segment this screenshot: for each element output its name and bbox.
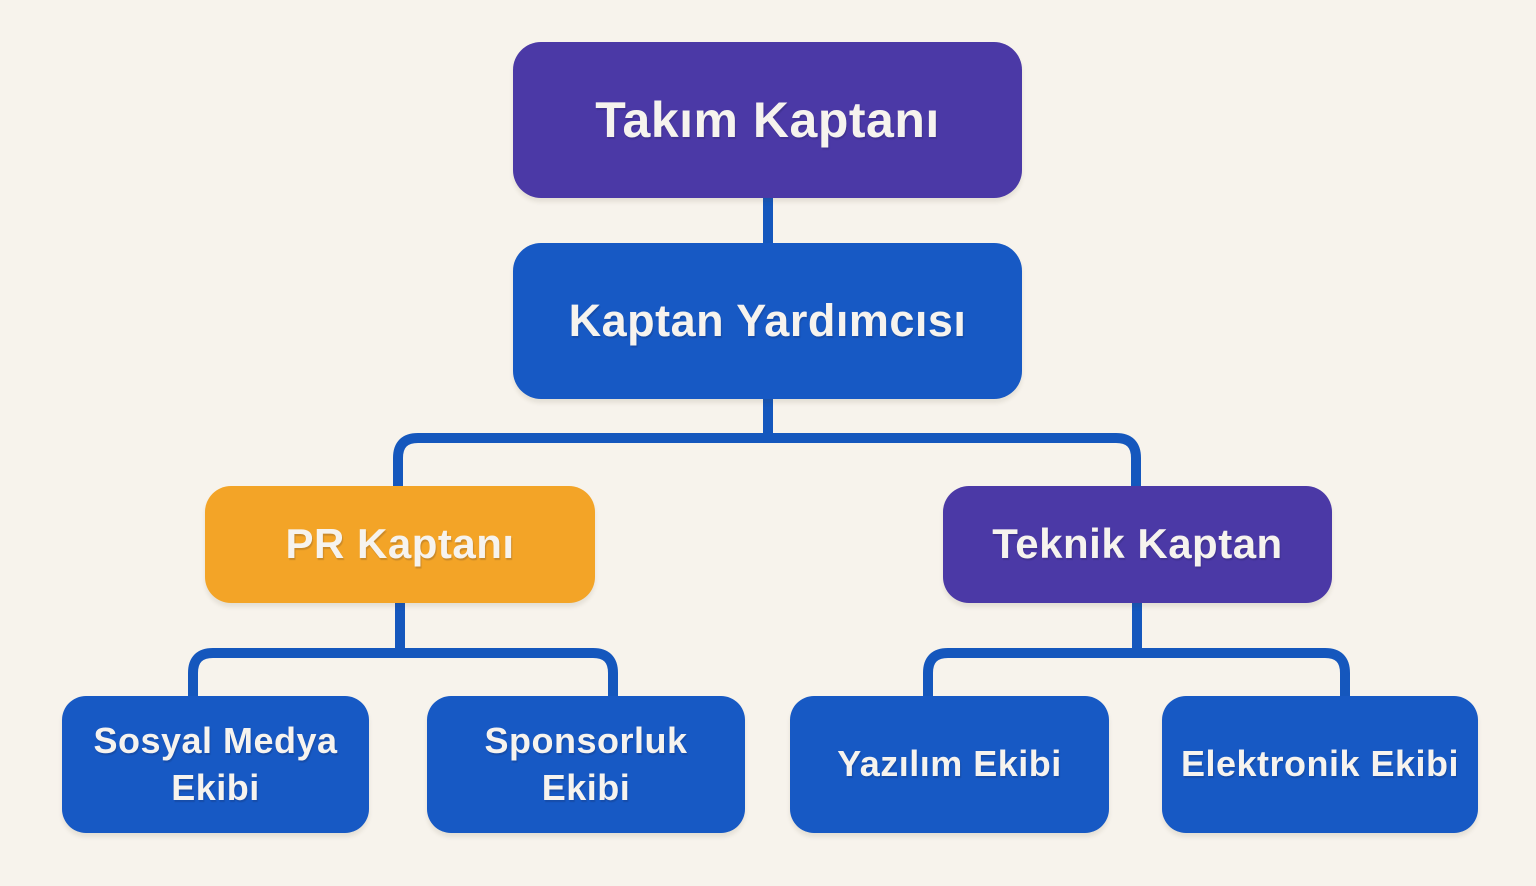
org-node-software-team: Yazılım Ekibi	[790, 696, 1109, 833]
org-node-label: Sponsorluk Ekibi	[484, 719, 688, 808]
org-node-team-captain: Takım Kaptanı	[513, 42, 1022, 198]
connector-pr-branch-bar	[188, 648, 618, 697]
org-node-label: Teknik Kaptan	[992, 520, 1283, 568]
connector-deputy-branch-bar	[393, 433, 1141, 488]
org-node-pr-captain: PR Kaptanı	[205, 486, 595, 603]
org-node-technical-captain: Teknik Kaptan	[943, 486, 1332, 603]
connector-tech-branch-bar	[923, 648, 1350, 697]
org-node-label: PR Kaptanı	[285, 520, 515, 568]
org-node-sponsorship-team: Sponsorluk Ekibi	[427, 696, 745, 833]
org-node-label: Takım Kaptanı	[595, 91, 940, 148]
org-node-deputy-captain: Kaptan Yardımcısı	[513, 243, 1022, 399]
org-node-label: Yazılım Ekibi	[837, 743, 1062, 785]
org-node-label: Elektronik Ekibi	[1180, 743, 1460, 785]
org-node-social-media-team: Sosyal Medya Ekibi	[62, 696, 369, 833]
org-node-label: Sosyal Medya Ekibi	[93, 719, 338, 808]
org-node-label: Kaptan Yardımcısı	[568, 294, 967, 346]
org-node-electronics-team: Elektronik Ekibi	[1162, 696, 1478, 833]
